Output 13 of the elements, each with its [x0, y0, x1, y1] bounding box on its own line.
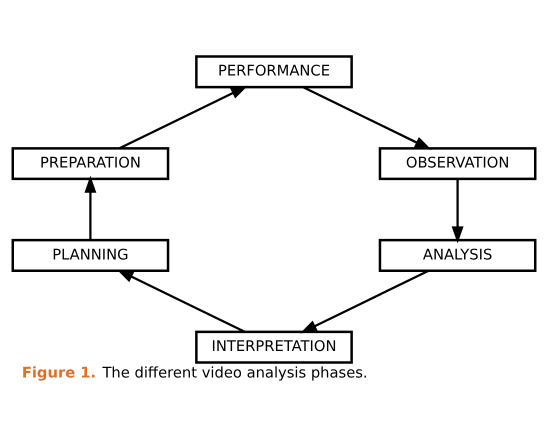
- arrow: [300, 269, 429, 333]
- arrow: [119, 85, 248, 149]
- node-box: ANALYSIS: [378, 238, 536, 272]
- node-box: PREPARATION: [12, 146, 170, 180]
- caption: Figure 1. The different video analysis phases.: [22, 364, 368, 382]
- node-box: PERFORMANCE: [195, 54, 353, 88]
- arrow: [302, 86, 432, 150]
- arrow: [452, 178, 464, 243]
- arrow: [116, 268, 246, 332]
- node-box: OBSERVATION: [378, 146, 536, 180]
- arrow: [84, 175, 96, 240]
- node-box: PLANNING: [12, 238, 170, 272]
- node-box: INTERPRETATION: [195, 330, 353, 364]
